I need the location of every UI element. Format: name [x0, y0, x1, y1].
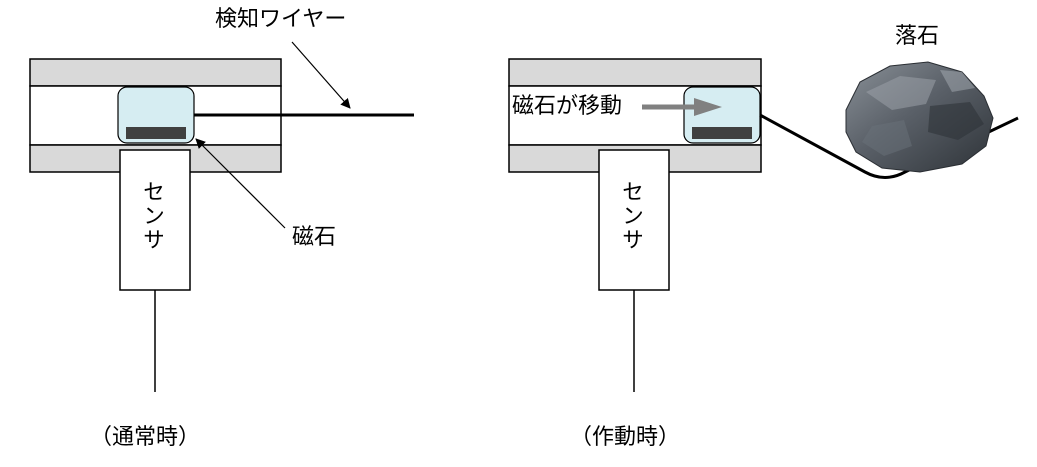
normal-state-diagram [29, 41, 414, 392]
sensor-label-normal: センサ [139, 180, 164, 252]
magnet-moves-label: 磁石が移動 [512, 94, 623, 119]
magnet-leader-line [195, 138, 286, 229]
sensor-label-active: センサ [618, 180, 643, 252]
magnet-label: 磁石 [292, 225, 337, 250]
wire-leader-line [291, 41, 351, 109]
magnet-core [692, 127, 752, 139]
move-arrow-head [694, 98, 722, 116]
active-state-diagram [508, 58, 1019, 392]
top-rail [29, 58, 282, 87]
top-rail [508, 58, 762, 87]
magnet-core [126, 127, 186, 139]
caption-active: （作動時） [570, 425, 681, 450]
detection-wire-label: 検知ワイヤー [215, 7, 347, 32]
caption-normal: （通常時） [90, 425, 201, 450]
falling-rock-image [845, 61, 994, 173]
pulled-wire [759, 113, 1019, 179]
falling-rock-label: 落石 [895, 24, 940, 49]
sensor-body [119, 149, 191, 291]
sensor-body [598, 149, 670, 291]
